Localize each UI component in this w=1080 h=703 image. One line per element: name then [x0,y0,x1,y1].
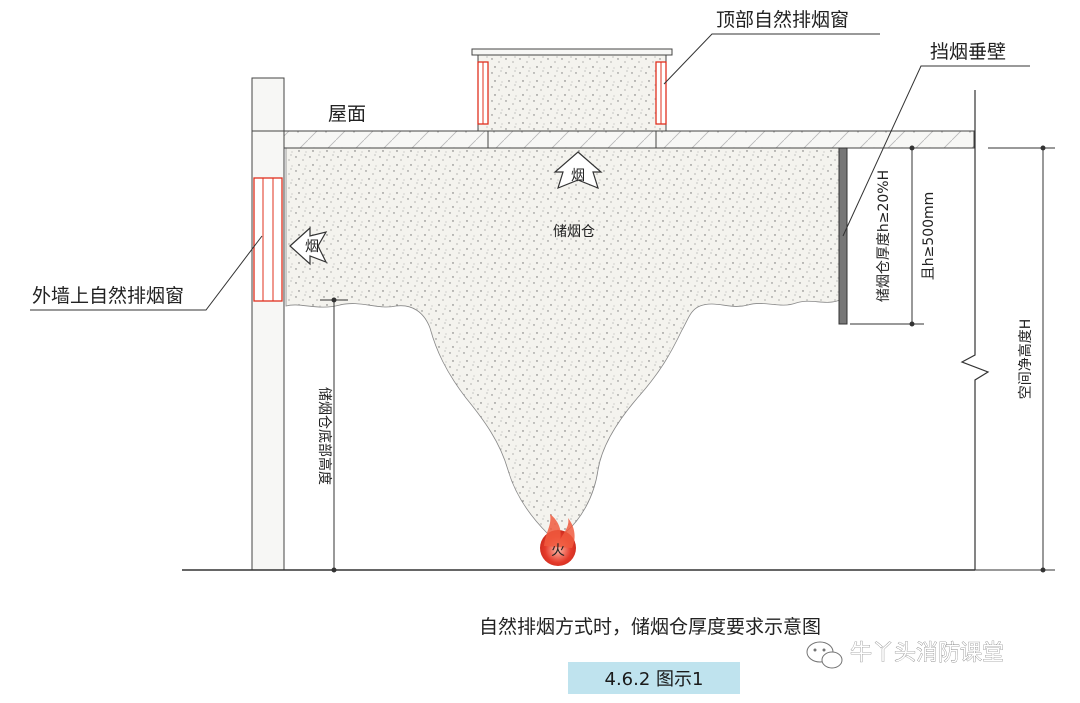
fire-text: 火 [551,543,565,559]
watermark: 牛丫头消防课堂 [806,641,1004,669]
left-wall [251,77,285,571]
wechat-icon [806,641,843,669]
roof-label: 屋面 [328,103,366,125]
smoke-arrow-side-text: 烟 [305,239,319,255]
thickness-dimension [850,145,924,327]
top-smoke-window-right [655,61,667,125]
reservoir-label: 储烟仓 [553,224,595,240]
smoke-arrow-up-icon: 烟 [553,151,603,190]
smoke-curtain-label: 挡烟垂壁 [930,41,1006,63]
diagram-caption: 自然排烟方式时，储烟仓厚度要求示意图 [479,616,821,638]
clear-height-dimension [975,145,1055,573]
roof-monitor [477,52,667,132]
figure-number: 4.6.2 图示1 [605,669,704,690]
top-smoke-window-left [477,61,489,125]
roof-monitor-cap [471,48,673,56]
smoke-arrow-left-icon: 烟 [289,226,328,266]
wall-smoke-window [253,177,283,302]
clear-height-label: 空间净高度H [1017,319,1034,400]
bottom-height-dimension [320,297,348,573]
thickness-label-line1: 储烟仓厚度h≥20%H [876,170,892,302]
leader-top-window [663,33,880,85]
leader-smoke-curtain [842,65,1030,237]
wall-window-label: 外墙上自然排烟窗 [32,285,184,307]
right-break-line [960,90,990,570]
figure-number-badge [568,662,740,694]
bottom-height-label: 储烟仓底部高度 [316,387,333,485]
smoke-reservoir-body [285,147,841,535]
smoke-arrow-top-text: 烟 [571,168,585,184]
watermark-text: 牛丫头消防课堂 [850,641,1004,666]
left-wall-top [251,77,285,132]
fire-icon: 火 [540,514,576,566]
leader-wall-window [30,235,263,311]
roof-slab [251,130,975,149]
top-window-label: 顶部自然排烟窗 [716,9,849,31]
thickness-label-line2: 且h≥500mm [921,192,937,281]
